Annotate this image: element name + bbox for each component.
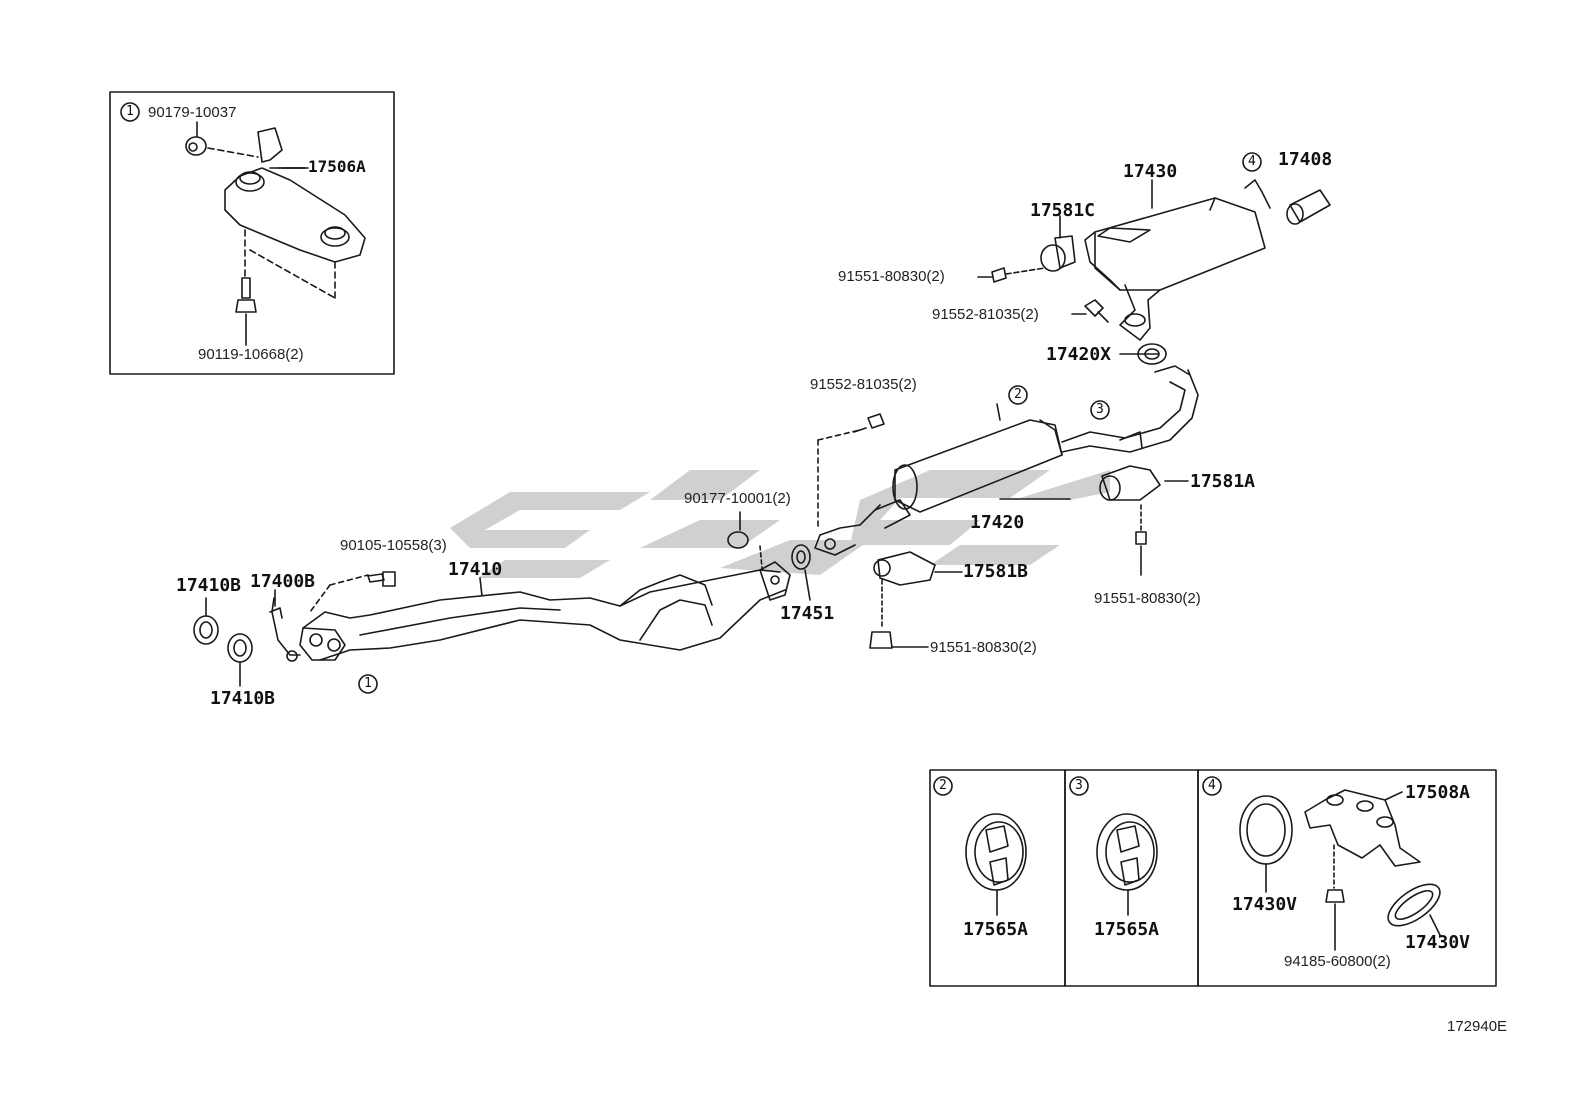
bolt-90105-10558 bbox=[367, 571, 396, 587]
nut-90177-10001 bbox=[727, 511, 749, 549]
callout-4-inset: 4 bbox=[1208, 778, 1216, 793]
part-label-91551-80830-top: 91551-80830(2) bbox=[838, 268, 945, 285]
inset-box-2 bbox=[929, 769, 1066, 987]
inset-box-4 bbox=[1197, 769, 1497, 987]
bolt-91551-top bbox=[991, 267, 1046, 283]
inset-box-1 bbox=[109, 91, 395, 375]
part-label-17420: 17420 bbox=[970, 512, 1025, 533]
callout-3-inset: 3 bbox=[1075, 778, 1083, 793]
part-label-17581C: 17581C bbox=[1030, 200, 1096, 221]
hanger-17581C bbox=[1040, 215, 1076, 272]
part-label-17410B-top: 17410B bbox=[176, 575, 242, 596]
bracket-17506A bbox=[224, 127, 366, 263]
part-label-17565A-inset2: 17565A bbox=[963, 919, 1029, 940]
part-label-17430: 17430 bbox=[1123, 161, 1178, 182]
nut-90179-10037 bbox=[185, 121, 207, 156]
callout-1-main: 1 bbox=[364, 676, 372, 691]
bolt-91552-top bbox=[1084, 299, 1109, 323]
part-label-17410: 17410 bbox=[448, 559, 503, 580]
hanger-17581B bbox=[873, 551, 936, 586]
sensor-17400B bbox=[269, 589, 301, 662]
part-label-17565A-inset3: 17565A bbox=[1094, 919, 1160, 940]
gasket-17410B-top bbox=[193, 615, 219, 645]
callout-3-main: 3 bbox=[1096, 402, 1104, 417]
bolt-90119-10668 bbox=[235, 277, 257, 346]
callout-2-main: 2 bbox=[1014, 387, 1022, 402]
part-label-17581B: 17581B bbox=[963, 561, 1029, 582]
part-label-17508A: 17508A bbox=[1405, 782, 1471, 803]
part-label-90177-10001: 90177-10001(2) bbox=[684, 490, 791, 507]
gasket-17430V-right bbox=[1387, 883, 1441, 927]
callout-2-inset: 2 bbox=[939, 778, 947, 793]
bolt-91551-right bbox=[1135, 504, 1147, 576]
part-label-17506A: 17506A bbox=[308, 157, 366, 176]
gasket-17410B-bottom bbox=[227, 633, 253, 663]
hanger-17581A bbox=[1099, 465, 1161, 501]
part-label-90105-10558: 90105-10558(3) bbox=[340, 537, 447, 554]
bolt-91552-mid bbox=[853, 413, 885, 433]
bracket-17508A bbox=[1304, 789, 1421, 867]
center-muffler-17420 bbox=[814, 365, 1199, 556]
part-label-91551-80830-bottom: 91551-80830(2) bbox=[930, 639, 1037, 656]
part-label-94185-60800: 94185-60800(2) bbox=[1284, 953, 1391, 970]
callout-4-main: 4 bbox=[1248, 154, 1256, 169]
part-label-17451: 17451 bbox=[780, 603, 835, 624]
part-label-17420X: 17420X bbox=[1046, 344, 1112, 365]
rubber-hanger-17565A-2 bbox=[965, 813, 1027, 916]
tail-pipe-17408 bbox=[1286, 189, 1331, 225]
part-label-17400B: 17400B bbox=[250, 571, 316, 592]
part-label-90119-10668: 90119-10668(2) bbox=[198, 346, 304, 363]
part-label-17430V-left: 17430V bbox=[1232, 894, 1298, 915]
nut-94185-60800 bbox=[1325, 889, 1345, 903]
bolt-91551-bottom bbox=[869, 631, 893, 649]
diagram-code: 172940E bbox=[1447, 1018, 1508, 1035]
part-label-17430V-right: 17430V bbox=[1405, 932, 1471, 953]
part-label-17408: 17408 bbox=[1278, 149, 1333, 170]
part-label-91552-81035-top: 91552-81035(2) bbox=[932, 306, 1039, 323]
inset-box-3 bbox=[1064, 769, 1199, 987]
front-pipe-17410 bbox=[299, 561, 791, 661]
callout-1-box: 1 bbox=[126, 104, 134, 119]
part-label-17581A: 17581A bbox=[1190, 471, 1256, 492]
gasket-17451 bbox=[791, 544, 811, 570]
part-label-90179-10037: 90179-10037 bbox=[148, 104, 237, 121]
part-label-91551-80830-right: 91551-80830(2) bbox=[1094, 590, 1201, 607]
part-label-17410B-bottom: 17410B bbox=[210, 688, 276, 709]
main-muffler-17430 bbox=[1084, 179, 1271, 341]
part-label-91552-81035-mid: 91552-81035(2) bbox=[810, 376, 917, 393]
rubber-hanger-17565A-3 bbox=[1096, 813, 1158, 916]
